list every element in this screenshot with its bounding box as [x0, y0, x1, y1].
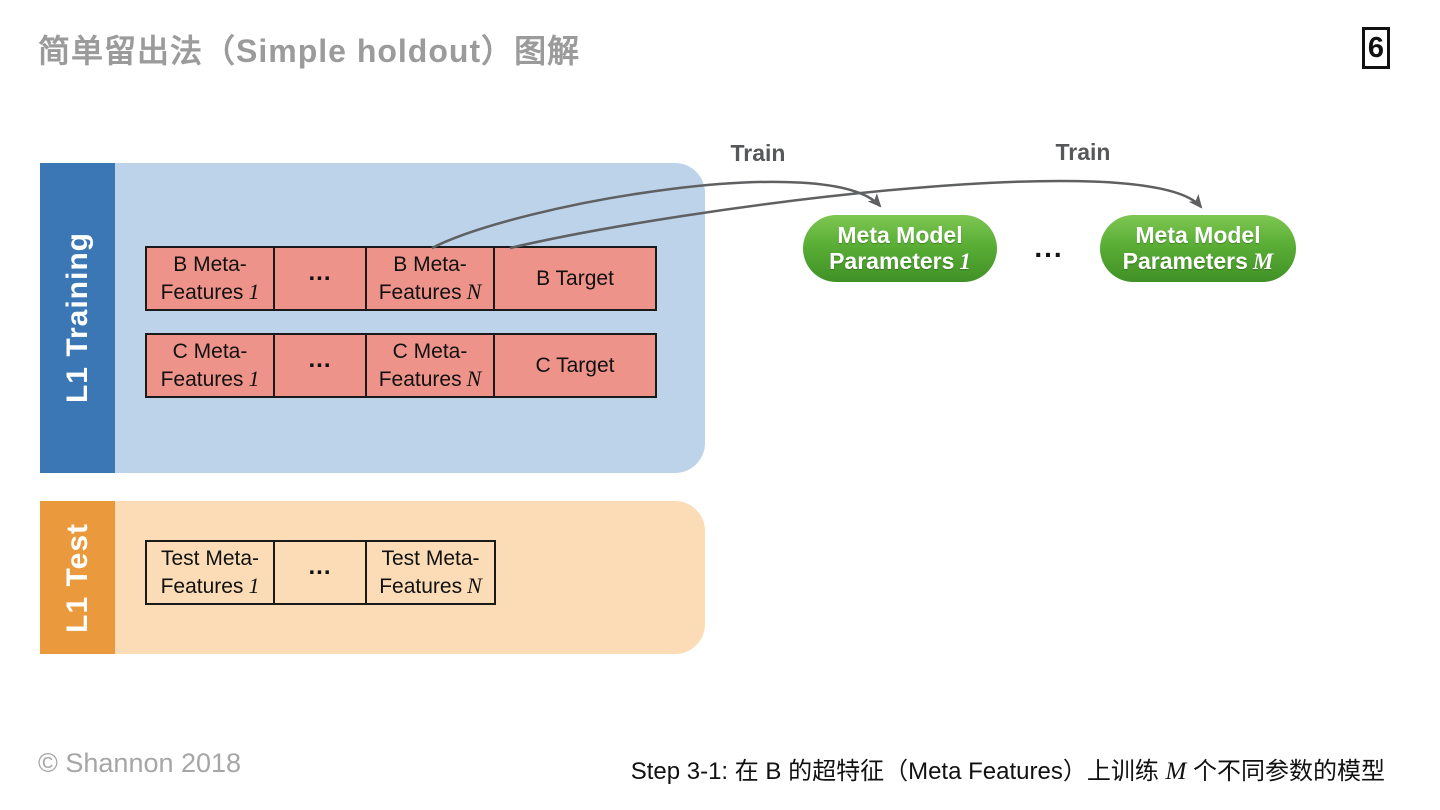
- cell-line: C Target: [535, 354, 615, 377]
- pill-line: Meta Model: [1135, 222, 1261, 248]
- training-sidebar: L1 Training: [40, 163, 115, 473]
- train-label-2: Train: [1055, 139, 1111, 165]
- page-number: 6: [1367, 31, 1385, 64]
- copyright-text: © Shannon 2018: [38, 748, 242, 778]
- page-number-box: 6: [1362, 27, 1390, 69]
- slide-title: 简单留出法（Simple holdout）图解: [38, 33, 581, 69]
- b-target-cell: B Target: [495, 246, 657, 311]
- index-suffix: M: [1252, 249, 1274, 274]
- step-caption-variable: M: [1165, 758, 1187, 785]
- step-caption: Step 3-1: 在 B 的超特征（Meta Features）上训练 M 个…: [631, 751, 1385, 786]
- cell-line: B Target: [536, 267, 614, 290]
- index-suffix: N: [467, 573, 482, 598]
- cell-line: C Meta-: [392, 340, 468, 363]
- training-panel: [115, 163, 705, 473]
- index-suffix: N: [466, 366, 482, 391]
- train-label-1: Train: [730, 140, 786, 166]
- index-suffix: 1: [959, 249, 971, 274]
- ellipsis: ...: [308, 259, 332, 286]
- index-suffix: 1: [248, 279, 260, 304]
- pill-line: Meta Model: [837, 222, 963, 248]
- ellipsis: ...: [308, 346, 332, 373]
- index-suffix: N: [466, 279, 482, 304]
- c-target-cell: C Target: [495, 333, 657, 398]
- test-meta-ellipsis-cell: ...: [275, 540, 367, 605]
- step-caption-prefix: Step 3-1: 在 B 的超特征（Meta Features）上训练: [630, 758, 1166, 785]
- cell-line: B Meta-: [173, 253, 247, 276]
- index-suffix: 1: [248, 573, 260, 598]
- training-sidebar-label: L1 Training: [60, 232, 94, 404]
- c-meta-ellipsis-cell: ...: [275, 333, 367, 398]
- index-suffix: 1: [248, 366, 260, 391]
- pills-ellipsis: ...: [1034, 232, 1064, 263]
- test-panel: [115, 501, 705, 654]
- test-sidebar: L1 Test: [40, 501, 115, 654]
- cell-line: C Meta-: [172, 340, 248, 363]
- cell-line: Test Meta-: [381, 547, 480, 570]
- test-sidebar-label: L1 Test: [60, 522, 94, 633]
- b-meta-ellipsis-cell: ...: [275, 246, 367, 311]
- step-caption-suffix: 个不同参数的模型: [1186, 758, 1385, 785]
- cell-line: Test Meta-: [160, 547, 260, 570]
- cell-line: B Meta-: [393, 253, 467, 276]
- ellipsis: ...: [308, 553, 332, 580]
